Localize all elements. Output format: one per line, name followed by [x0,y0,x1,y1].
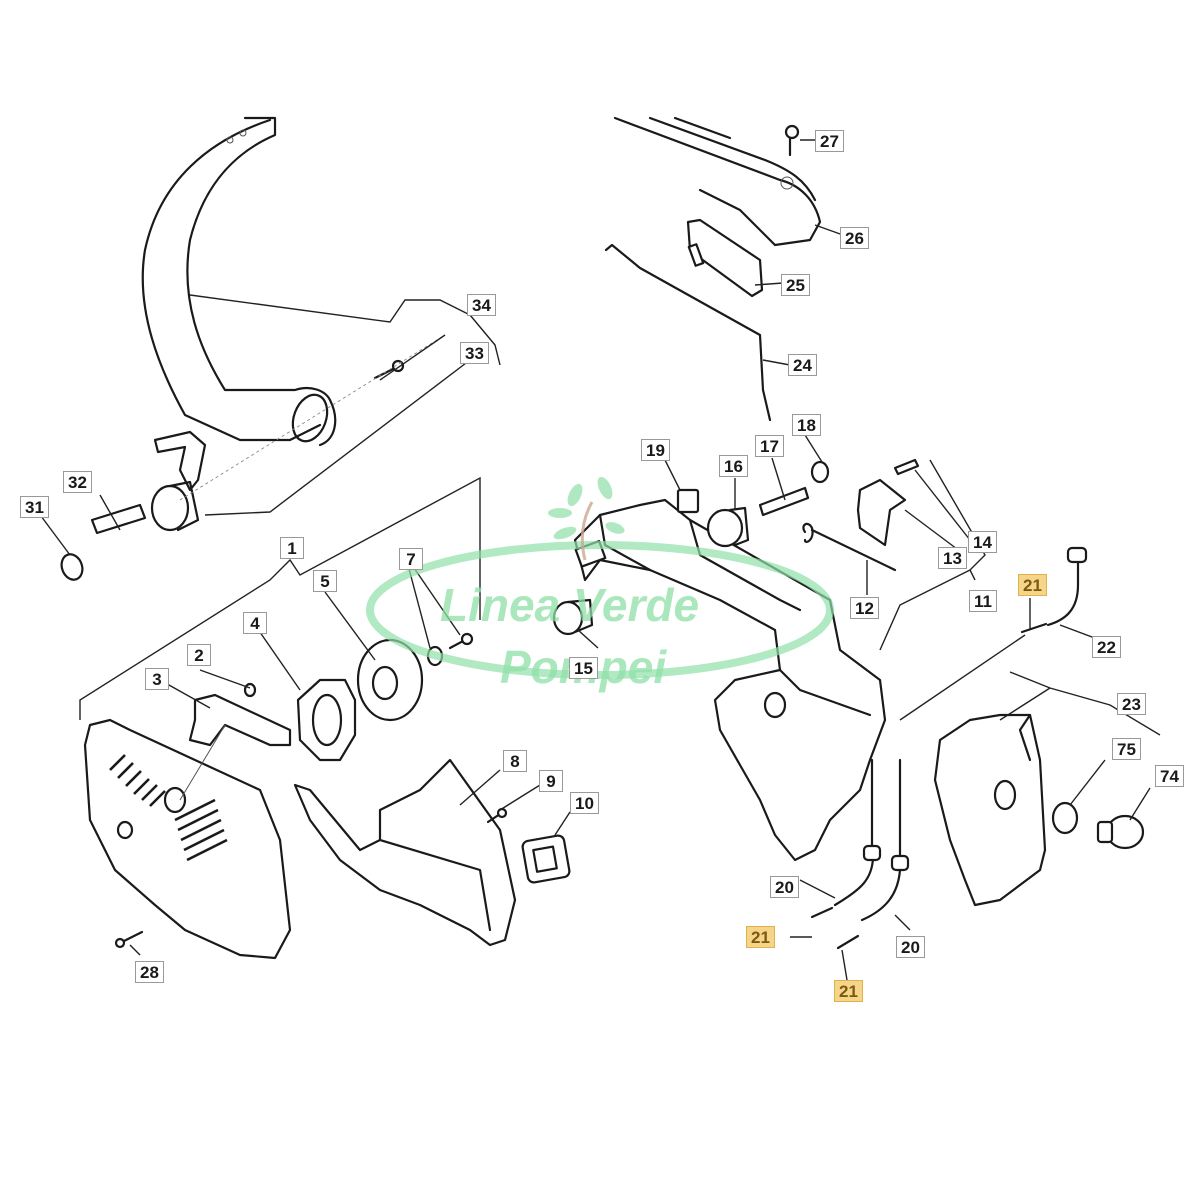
filter-10-part [521,834,571,884]
screw-27-part [784,124,800,157]
callout-21-left[interactable]: 21 [746,926,775,948]
callout-75[interactable]: 75 [1112,738,1141,760]
switch-19-part [676,488,700,514]
callout-11[interactable]: 11 [969,590,997,612]
clutch-cover-part [83,718,292,960]
buffer-16-part [706,506,750,548]
bracket-part [153,430,207,492]
callout-34[interactable]: 34 [467,294,496,316]
chassis-part [573,498,887,862]
guide-8-part [293,758,517,947]
grommet-2-part [243,682,257,698]
pin-14-part [893,458,920,476]
leader-lines [37,139,1161,981]
oring-18-part [810,460,830,484]
rod-24-part [604,243,772,422]
pipes-20-part [810,758,910,950]
callout-22[interactable]: 22 [1092,636,1121,658]
callout-31[interactable]: 31 [20,496,49,518]
top-handle-part [613,116,822,247]
callout-18[interactable]: 18 [792,414,821,436]
callout-4[interactable]: 4 [243,612,267,634]
seal-75-part [1051,801,1079,835]
front-handle-part [141,116,337,447]
pulley-5-part [356,638,424,722]
callout-21-top[interactable]: 21 [1018,574,1047,596]
recoil-spring-4-part [296,678,357,762]
callout-14[interactable]: 14 [968,531,997,553]
callout-74[interactable]: 74 [1155,765,1184,787]
screw-28-part [114,930,144,949]
plate-25-part [686,218,764,298]
callout-10[interactable]: 10 [570,792,599,814]
lever-13-part [856,478,907,547]
callout-26[interactable]: 26 [840,227,869,249]
callout-33[interactable]: 33 [460,342,489,364]
pipe-22-part [1046,546,1088,627]
callout-5[interactable]: 5 [313,570,337,592]
callout-20a[interactable]: 20 [770,876,799,898]
callout-1[interactable]: 1 [280,537,304,559]
starter-handle-part [179,693,292,801]
washer-7-part [426,632,474,667]
callout-19[interactable]: 19 [641,439,670,461]
washer-31-part [60,553,84,581]
callout-24[interactable]: 24 [788,354,817,376]
callout-23[interactable]: 23 [1117,693,1146,715]
knob-15-part [552,598,594,636]
filter-21-top-part [1020,622,1048,634]
pin-17-part [758,486,810,517]
cap-74-part [1096,814,1145,850]
callout-7[interactable]: 7 [399,548,423,570]
callout-27[interactable]: 27 [815,130,844,152]
callout-15[interactable]: 15 [569,657,598,679]
callout-3[interactable]: 3 [145,668,169,690]
callout-12[interactable]: 12 [850,597,879,619]
callout-21-bottom[interactable]: 21 [834,980,863,1002]
bolt-32-part [90,503,147,535]
callout-16[interactable]: 16 [719,455,748,477]
callout-9[interactable]: 9 [539,770,563,792]
callout-32[interactable]: 32 [63,471,92,493]
oil-tank-part [933,713,1047,907]
callout-2[interactable]: 2 [187,644,211,666]
bushing-part [150,480,200,532]
callout-20b[interactable]: 20 [896,936,925,958]
callout-25[interactable]: 25 [781,274,810,296]
callout-13[interactable]: 13 [938,547,967,569]
callout-17[interactable]: 17 [755,435,784,457]
callout-8[interactable]: 8 [503,750,527,772]
callout-28[interactable]: 28 [135,961,164,983]
